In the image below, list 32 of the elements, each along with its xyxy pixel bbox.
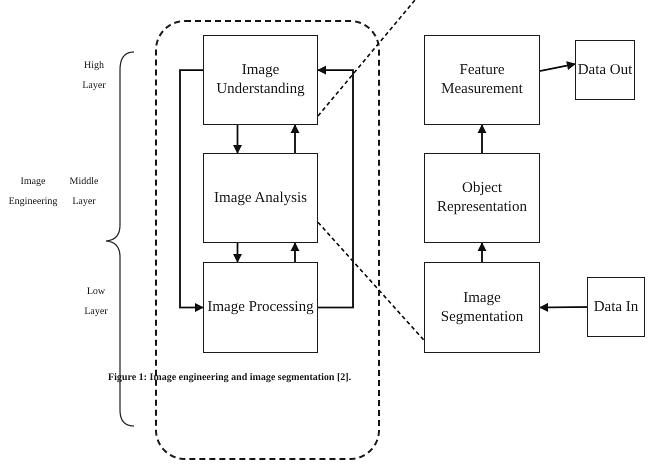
node-label: Image Segmentation [440,288,524,326]
process-box [424,262,540,353]
process-box [424,153,540,243]
node-label: Image Processing [207,298,314,317]
arrow [478,242,486,262]
arrow [233,125,242,154]
dashed-line [317,222,425,341]
process-box [424,35,540,125]
arrow [539,302,587,312]
arrow [233,243,242,263]
output-box [575,40,635,100]
input-box [587,277,645,337]
node-label: Image Analysis [214,188,307,208]
process-box [203,153,318,243]
arrow [290,124,300,153]
arrow [317,66,354,308]
layer-label: High Layer [81,59,107,93]
node-label: Feature Measurement [440,61,524,99]
process-box [203,35,318,125]
arrow [179,69,204,312]
layer-label: Middle Layer [68,175,100,209]
arrow [540,61,576,72]
node-label: Data Out [578,60,632,80]
process-box [203,262,318,353]
layer-label: Low Layer [83,285,109,319]
node-label: Object Representation [436,179,528,217]
arrow [478,124,486,153]
dashed-line [317,0,416,117]
layer-label: Image Engineering [8,175,58,209]
node-label: Data In [594,298,638,316]
node-label: Image Understanding [215,61,306,99]
arrow [290,242,300,262]
